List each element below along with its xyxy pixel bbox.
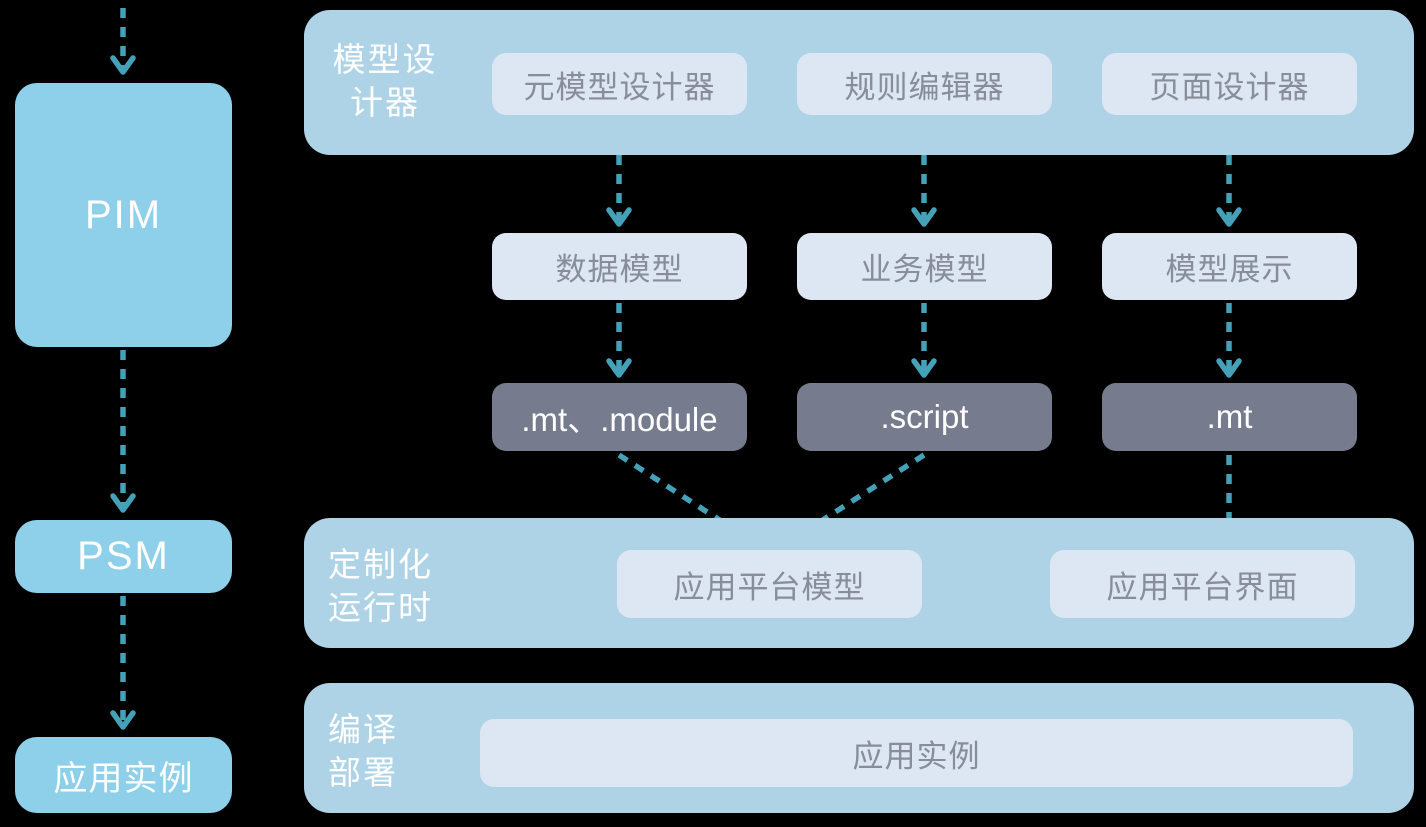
node-data-model: 数据模型 xyxy=(492,233,747,300)
node-business-model-label: 业务模型 xyxy=(860,252,989,287)
node-meta-model-designer: 元模型设计器 xyxy=(492,53,747,115)
node-page-designer: 页面设计器 xyxy=(1102,53,1357,115)
node-page-designer-label: 页面设计器 xyxy=(1149,69,1310,105)
node-rule-editor-label: 规则编辑器 xyxy=(844,69,1005,105)
section-model-designer-label: 模型设 计器 xyxy=(320,38,450,124)
node-psm-label: PSM xyxy=(77,534,170,578)
section-custom-runtime-label-line1: 定制化 xyxy=(328,546,433,583)
section-model-designer-label-line2: 计器 xyxy=(350,84,420,121)
section-custom-runtime-label: 定制化 运行时 xyxy=(328,543,433,629)
node-file-mt: .mt xyxy=(1102,383,1357,451)
node-file-mt-label: .mt xyxy=(1206,398,1253,435)
node-file-mt-module: .mt、.module xyxy=(492,383,747,451)
node-app-platform-model-label: 应用平台模型 xyxy=(673,569,866,605)
node-pim: PIM xyxy=(15,83,232,347)
section-compile-deploy-label-line1: 编译 xyxy=(328,711,398,748)
node-app-platform-model: 应用平台模型 xyxy=(617,550,922,618)
section-compile-deploy-label: 编译 部署 xyxy=(328,708,398,794)
node-file-script-label: .script xyxy=(880,398,969,435)
node-app-instance-wide-label: 应用实例 xyxy=(852,738,981,774)
node-rule-editor: 规则编辑器 xyxy=(797,53,1052,115)
section-model-designer-label-line1: 模型设 xyxy=(332,41,438,78)
node-psm: PSM xyxy=(15,520,232,593)
section-custom-runtime-label-line2: 运行时 xyxy=(328,589,433,626)
node-meta-model-designer-label: 元模型设计器 xyxy=(523,69,716,105)
node-app-instance-left: 应用实例 xyxy=(15,737,232,813)
node-model-display-label: 模型展示 xyxy=(1165,252,1294,287)
node-model-display: 模型展示 xyxy=(1102,233,1357,300)
node-data-model-label: 数据模型 xyxy=(555,252,684,287)
section-compile-deploy-label-line2: 部署 xyxy=(328,754,398,791)
node-pim-label: PIM xyxy=(84,192,163,237)
node-business-model: 业务模型 xyxy=(797,233,1052,300)
node-file-script: .script xyxy=(797,383,1052,451)
node-file-mt-module-label: .mt、.module xyxy=(521,401,718,438)
node-app-instance-left-label: 应用实例 xyxy=(53,759,194,798)
node-app-platform-ui: 应用平台界面 xyxy=(1050,550,1355,618)
node-app-platform-ui-label: 应用平台界面 xyxy=(1106,569,1299,605)
node-app-instance-wide: 应用实例 xyxy=(480,719,1353,787)
